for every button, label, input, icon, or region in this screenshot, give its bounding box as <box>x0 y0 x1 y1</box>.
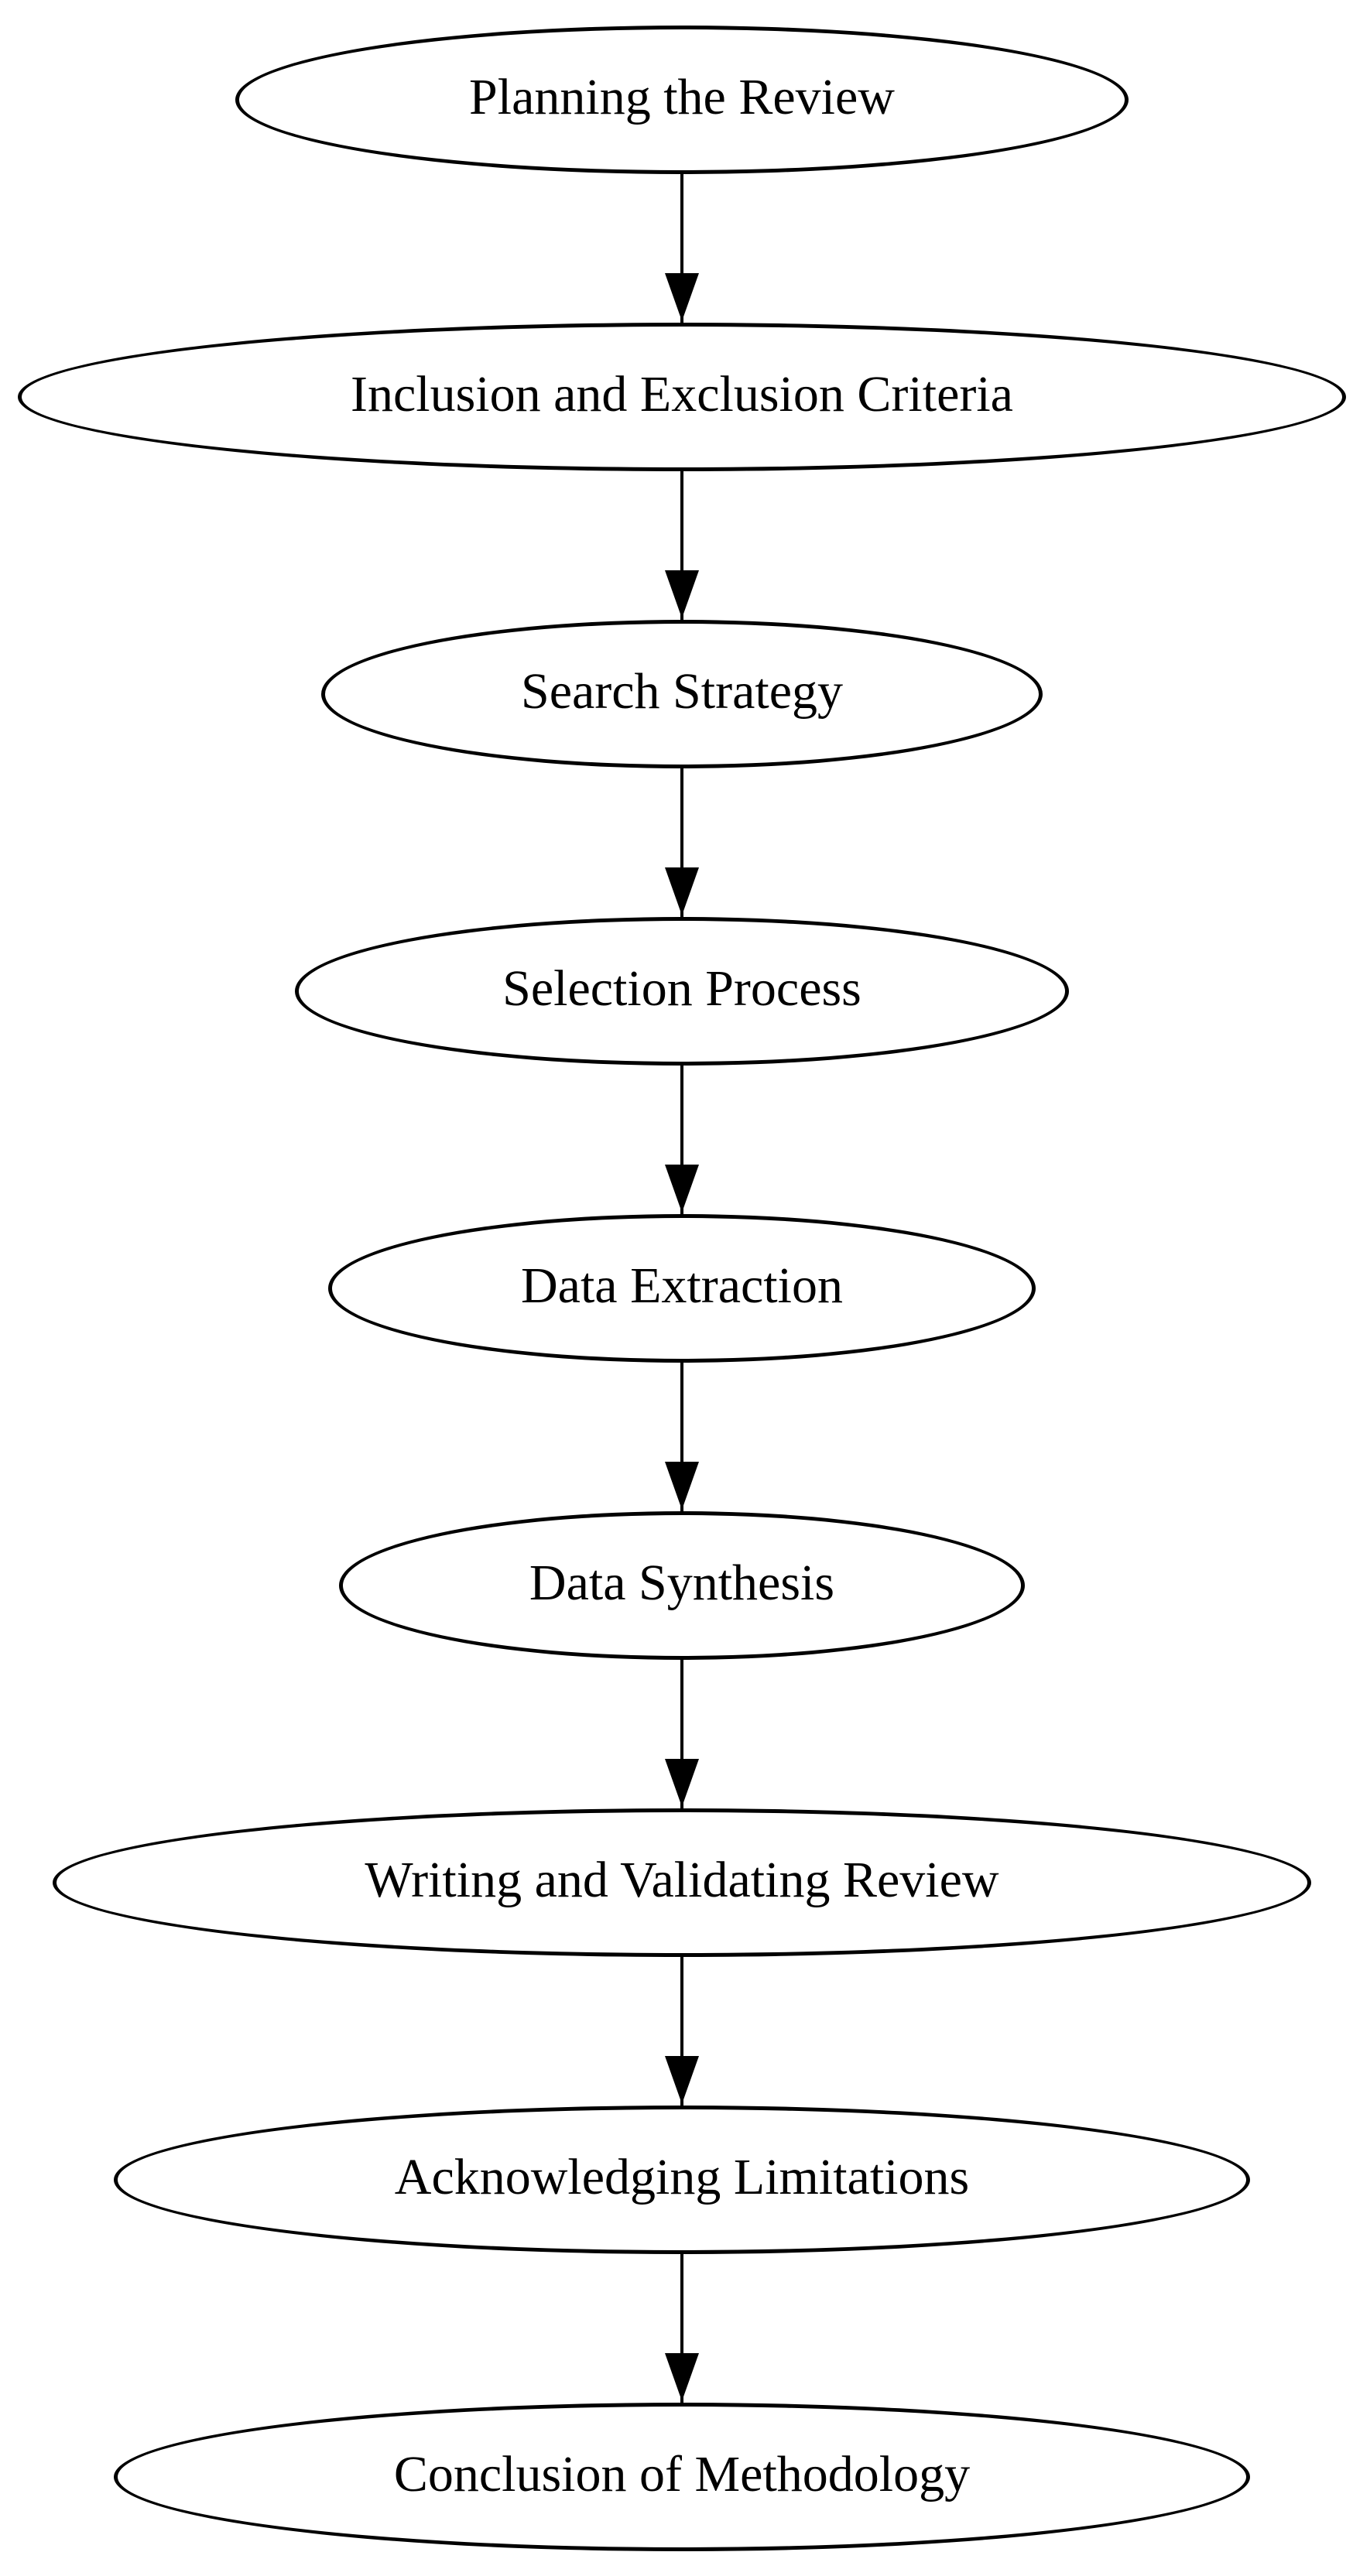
arrow-line <box>680 174 683 323</box>
arrowhead-down-icon <box>665 1759 699 1807</box>
arrow-line <box>680 1066 683 1214</box>
flow-node-label: Conclusion of Methodology <box>393 2446 971 2502</box>
flow-arrow-6 <box>659 1660 705 1808</box>
arrow-line <box>680 471 683 620</box>
flow-arrow-5 <box>659 1363 705 1511</box>
arrowhead-down-icon <box>665 867 699 915</box>
arrow-line <box>680 1363 683 1511</box>
flow-node-label: Acknowledging Limitations <box>394 2149 970 2205</box>
arrowhead-down-icon <box>665 273 699 321</box>
flow-arrow-2 <box>659 471 705 620</box>
flow-arrow-8 <box>659 2254 705 2403</box>
arrowhead-down-icon <box>665 570 699 618</box>
flow-node-acknowledging-limitations: Acknowledging Limitations <box>114 2106 1250 2254</box>
arrow-line <box>680 1660 683 1808</box>
flow-arrow-3 <box>659 768 705 917</box>
flow-node-label: Data Extraction <box>521 1257 843 1314</box>
flow-node-conclusion-of-methodology: Conclusion of Methodology <box>114 2403 1250 2551</box>
arrowhead-down-icon <box>665 2353 699 2401</box>
flow-node-label: Search Strategy <box>520 663 843 720</box>
arrow-line <box>680 768 683 917</box>
flow-node-inclusion-and-exclusion-criteria: Inclusion and Exclusion Criteria <box>18 323 1346 471</box>
arrow-line <box>680 2254 683 2403</box>
flow-arrow-1 <box>659 174 705 323</box>
flow-node-label: Data Synthesis <box>529 1555 835 1611</box>
arrow-line <box>680 1957 683 2106</box>
flow-node-data-extraction: Data Extraction <box>328 1214 1036 1363</box>
flow-node-label: Writing and Validating Review <box>365 1852 999 1908</box>
arrowhead-down-icon <box>665 2056 699 2104</box>
flow-arrow-4 <box>659 1066 705 1214</box>
flow-node-selection-process: Selection Process <box>295 917 1069 1066</box>
flow-node-label: Selection Process <box>502 960 861 1017</box>
flow-node-label: Planning the Review <box>469 69 895 125</box>
flow-node-label: Inclusion and Exclusion Criteria <box>351 366 1013 422</box>
flow-node-writing-and-validating-review: Writing and Validating Review <box>53 1808 1311 1957</box>
flow-arrow-7 <box>659 1957 705 2106</box>
flow-node-search-strategy: Search Strategy <box>321 620 1043 768</box>
flow-node-planning-the-review: Planning the Review <box>235 26 1129 174</box>
arrowhead-down-icon <box>665 1462 699 1510</box>
arrowhead-down-icon <box>665 1165 699 1213</box>
flow-node-data-synthesis: Data Synthesis <box>339 1511 1025 1660</box>
